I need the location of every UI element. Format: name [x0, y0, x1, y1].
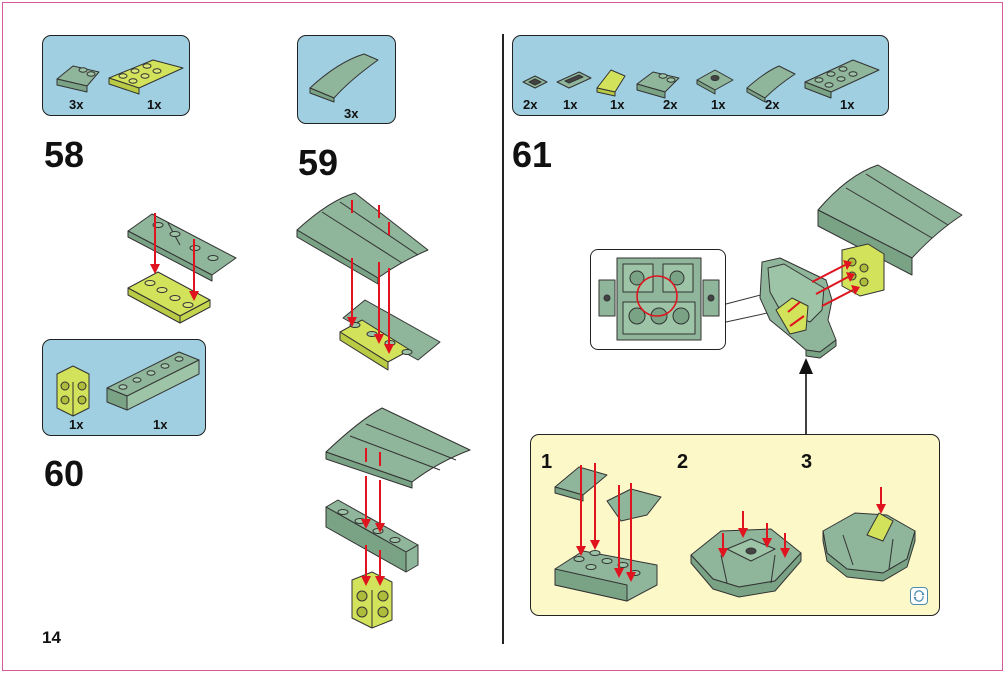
- parts-box-58: 3x 1x: [42, 35, 190, 116]
- slope-brick-icon: [56, 65, 100, 93]
- part-qty: 1x: [69, 417, 84, 432]
- curved-slope-icon: [746, 65, 796, 103]
- rotate-model-icon: [910, 587, 928, 605]
- part-qty: 3x: [69, 97, 84, 112]
- slope-brick-icon: [636, 71, 680, 99]
- substep-box: 1 2 3: [530, 434, 940, 616]
- substep-number-1: 1: [541, 451, 553, 473]
- substep-number-2: 2: [677, 451, 689, 473]
- substep-illustrations: [554, 463, 916, 602]
- curved-slope-icon: [309, 53, 379, 103]
- grille-tile-icon: [556, 71, 592, 89]
- lime-brick-with-studs-icon: [56, 365, 90, 417]
- part-qty: 1x: [153, 417, 168, 432]
- small-tile-icon: [522, 75, 548, 89]
- parts-illustration-59: [309, 53, 379, 103]
- parts-box-61: 2x 1x 1x 2x 1x 2x 1x: [512, 35, 889, 116]
- step-number-58: 58: [44, 134, 85, 175]
- parts-illustration-60: [56, 351, 200, 417]
- page-number: 14: [42, 628, 61, 647]
- parts-box-60: 1x 1x: [42, 339, 206, 436]
- substep-number-3: 3: [801, 451, 813, 473]
- long-brick-icon: [106, 351, 200, 411]
- part-qty: 2x: [663, 97, 678, 112]
- part-qty: 1x: [610, 97, 625, 112]
- detail-callout: [590, 249, 726, 350]
- part-qty: 2x: [523, 97, 538, 112]
- parts-illustration-61: [522, 59, 880, 103]
- part-qty: 1x: [711, 97, 726, 112]
- parts-illustration-58: [56, 59, 184, 95]
- step-number-59: 59: [298, 142, 339, 183]
- lime-plate-icon: [108, 59, 184, 95]
- part-qty: 2x: [765, 97, 780, 112]
- step-number-61: 61: [512, 134, 553, 175]
- detail-callout-illustration: [598, 257, 720, 341]
- column-divider: [502, 34, 504, 644]
- part-qty: 1x: [563, 97, 578, 112]
- lime-slope-icon: [596, 69, 626, 97]
- part-qty: 3x: [344, 106, 359, 121]
- step-number-60: 60: [44, 453, 85, 494]
- part-qty: 1x: [147, 97, 162, 112]
- green-plate-icon: [804, 59, 880, 99]
- parts-box-59: 3x: [297, 35, 396, 124]
- part-qty: 1x: [840, 97, 855, 112]
- jumper-plate-icon: [696, 69, 734, 95]
